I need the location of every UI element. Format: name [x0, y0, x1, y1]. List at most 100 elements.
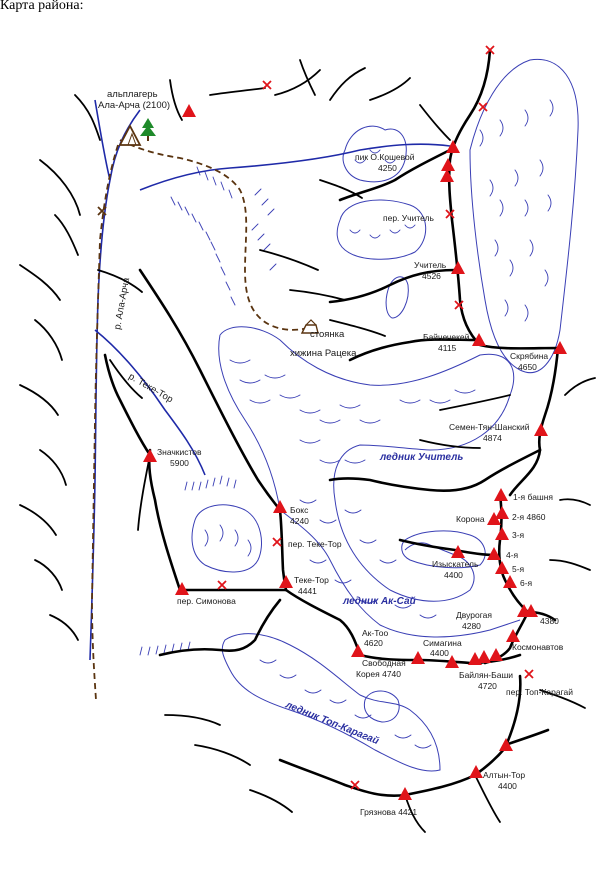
peak-teke-tor-name: Теке-Тор — [294, 575, 329, 585]
peak-marker-bailyan-4 — [489, 648, 503, 661]
peak-baichecheki-height: 4115 — [438, 343, 457, 353]
peak-skryabina-height: 4650 — [518, 362, 537, 372]
ridge-central — [328, 448, 542, 492]
ridge-boks — [138, 268, 288, 592]
peak-marker-teke-tor — [279, 575, 293, 588]
peak-4380-label: 4380 — [540, 616, 559, 626]
peak-marker-bailyan-3 — [477, 650, 491, 663]
peak-kosmonavtov-label: Космонавтов — [512, 642, 564, 652]
pass-marker-uchitel — [445, 209, 455, 219]
labels: альплагерь Ала-Арча (2100) стоянка хижин… — [98, 89, 573, 817]
peak-bashnya1-label: 1-я башня — [513, 492, 553, 502]
peak-marker-koshevoi — [446, 140, 460, 153]
peak-bashnya3-label: 3-я — [512, 530, 525, 540]
glacier-ak-sai-label: ледник Ак-Сай — [342, 596, 416, 607]
glacier-west — [191, 504, 262, 573]
peak-dvurogaya-height: 4280 — [462, 621, 481, 631]
peak-teke-tor-height: 4441 — [298, 586, 317, 596]
passes — [97, 45, 534, 790]
peak-marker-bashnya4 — [487, 547, 501, 560]
river-teke-tor — [94, 329, 206, 476]
river-ala-archa-label: р. Ала-Арча — [112, 276, 132, 330]
ridge-teke-tor-west — [147, 448, 288, 592]
peak-marker-uchitel — [451, 261, 465, 274]
peak-altyn-tor-name: Алтын-Тор — [483, 770, 525, 780]
peak-dvurogaya-name: Двурогая — [456, 610, 492, 620]
peak-marker-skryabina — [553, 341, 567, 354]
peak-bashnya6-label: 6-я — [520, 578, 533, 588]
side-ridges — [19, 59, 596, 833]
glacier-hatching — [139, 99, 554, 749]
peak-semenov-height: 4874 — [483, 433, 502, 443]
glacier-uchitel-blob — [336, 199, 427, 260]
peak-marker-bashnya2 — [495, 506, 509, 519]
peak-simagina-height: 4400 — [430, 648, 449, 658]
glacier-koshevoi — [342, 125, 407, 183]
peak-marker-4380b — [524, 604, 538, 617]
peak-skryabina-name: Скрябина — [510, 351, 548, 361]
peak-bashnya2-label: 2-я 4860 — [512, 512, 546, 522]
peak-marker-altyn-tor-2 — [469, 765, 483, 778]
peak-korona-label: Корона — [456, 514, 485, 524]
peak-bailyan-name: Байлян-Баши — [459, 670, 513, 680]
hut-label-2: хижина Рацека — [290, 348, 357, 359]
peak-znachkistov-height: 5900 — [170, 458, 189, 468]
camp-icon — [118, 118, 156, 146]
peak-marker-ak-too — [351, 644, 365, 657]
river-upper-branch — [139, 143, 451, 191]
peak-marker-simagina — [411, 651, 425, 664]
peak-marker-semenov — [534, 423, 548, 436]
ridge-uchitel — [328, 268, 457, 304]
peak-ak-too-name: Ак-Тоо — [362, 628, 388, 638]
glacier-ak-sai — [219, 326, 515, 602]
ridge-top-karagai — [278, 674, 522, 797]
peak-uchitel-height: 4526 — [422, 271, 441, 281]
peak-marker-bashnya6 — [503, 575, 517, 588]
pass-marker-teke-tor — [272, 537, 282, 547]
ridge-izyskatel — [398, 538, 497, 557]
pass-marker-top-karagai — [524, 669, 534, 679]
pass-marker-left — [97, 206, 107, 216]
comb-marks — [170, 196, 236, 306]
page-title: Карта района: — [0, 0, 84, 13]
peak-simagina-name: Симагина — [423, 638, 462, 648]
peak-uchitel-name: Учитель — [414, 260, 447, 270]
peak-marker-bashnya1 — [494, 488, 508, 501]
peak-baichecheki-name: Байчечекей — [423, 332, 470, 342]
river-teke-tor-label: р. Теке-Тор — [127, 371, 175, 405]
glacier-small-bottom — [363, 690, 400, 723]
glacier-right-upper — [469, 58, 579, 373]
peak-marker-korona — [487, 512, 501, 525]
peak-marker-altyn-tor — [499, 738, 513, 751]
pass-marker-upper-2 — [478, 102, 488, 112]
camp-label-2: Ала-Арча (2100) — [98, 100, 170, 111]
peak-znachkistov-name: Значкистов — [157, 447, 202, 457]
pass-simonova-label: пер. Симонова — [177, 596, 236, 606]
hut-label-1: стоянка — [310, 329, 345, 340]
peak-ak-too-height: 4620 — [364, 638, 383, 648]
glacier-ak-sai-lower — [218, 334, 521, 638]
glacier-small-blob — [385, 276, 409, 319]
pass-teke-tor-label: пер. Теке-Тор — [288, 539, 342, 549]
peak-gryaznova-label: Грязнова 4421 — [360, 807, 417, 817]
peak-marker-znachkistov — [143, 449, 157, 462]
peak-marker-izyskatel — [451, 545, 465, 558]
glacier-towers — [401, 530, 486, 569]
pass-marker-baichecheki — [454, 300, 464, 310]
peak-svobodnaya-line2: Корея 4740 — [356, 669, 401, 679]
river-left-upper — [94, 99, 111, 181]
peak-marker-bashnya3 — [495, 527, 509, 540]
trail-lower — [91, 144, 119, 701]
peak-svobodnaya-line1: Свободная — [362, 658, 406, 668]
glacier-top-karagai — [221, 633, 441, 772]
camp-label-1: альплагерь — [107, 89, 158, 100]
peak-marker-bailyan-1 — [445, 655, 459, 668]
peak-bailyan-height: 4720 — [478, 681, 497, 691]
glacier-outlines — [191, 58, 579, 772]
ridge-baichecheki — [348, 338, 480, 362]
peak-koshevoi-name: пик О.Кошевой — [355, 152, 415, 162]
peak-marker-simonova-peak — [175, 582, 189, 595]
glacier-uchitel-label: ледник Учитель — [379, 452, 463, 463]
